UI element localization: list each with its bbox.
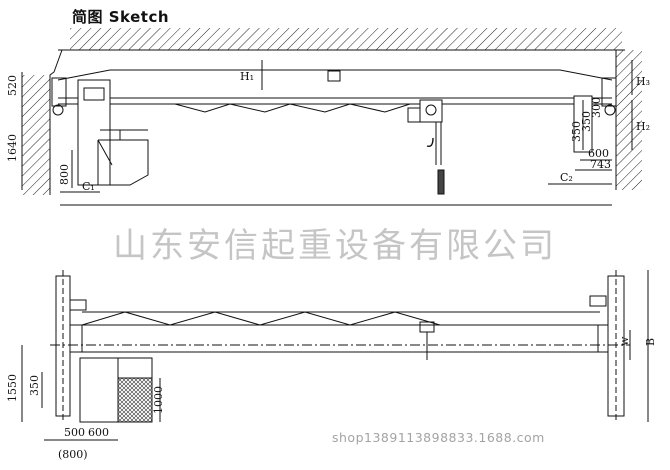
hoist-motor: [407, 107, 421, 123]
dim-800-label: (800): [58, 448, 88, 461]
ceiling-hatch: [70, 28, 622, 50]
dim-h1-label: H₁: [240, 70, 254, 83]
right-drive-motor: [589, 295, 607, 307]
hoist-drum: [425, 104, 437, 116]
dim-top-height: 520: [6, 75, 19, 96]
walkway-zigzag: [81, 311, 441, 326]
plan-view: [21, 270, 649, 441]
left-wall-hatch: [22, 75, 50, 195]
dim-1550-label: 1550: [6, 374, 19, 402]
dim-350a-label: 350: [570, 121, 583, 142]
dim-c2-label: C₂: [560, 171, 573, 184]
girder-cover: [174, 103, 411, 113]
side-view: [21, 28, 642, 206]
right-wall-hatch: [616, 50, 642, 190]
shop-url-watermark: shop1389113898833.1688.com: [332, 430, 545, 445]
left-drive-motor: [69, 299, 87, 311]
cab-window: [83, 87, 105, 101]
dim-b-label: B: [644, 338, 657, 346]
dim-h2-label: H₂: [636, 120, 650, 133]
dim-w-label: w: [618, 336, 631, 346]
left-end-truck: [51, 77, 67, 107]
dim-1000-label: 1000: [152, 386, 165, 414]
left-wheel: [52, 104, 64, 116]
dim-cab-height: 800: [58, 164, 71, 185]
dim-600-label: 600: [588, 147, 609, 160]
cab-upper: [77, 79, 111, 186]
girder-plan-right-block: [597, 324, 609, 353]
sketch-title: 简图 Sketch: [72, 8, 170, 26]
hoist-trolley: [419, 99, 443, 123]
girder-label-box: [327, 70, 341, 82]
right-wheel: [604, 104, 616, 116]
hook: [426, 137, 434, 148]
company-watermark: 山东安信起重设备有限公司: [113, 226, 557, 266]
dim-350-label: 350: [28, 375, 41, 396]
pendant-control: [437, 169, 445, 195]
right-end-truck: [601, 77, 617, 107]
girder-plan-left-block: [69, 324, 83, 353]
trolley-plan: [419, 321, 435, 333]
cab-diagonal: [97, 139, 113, 166]
dim-743-label: 743: [590, 158, 611, 171]
cab-frame: [97, 139, 149, 186]
dim-500-label: 500: [64, 426, 85, 439]
dim-300-label: 300: [590, 97, 603, 118]
dim-h3-label: H₃: [636, 75, 650, 88]
girder-top: [57, 69, 613, 81]
dim-350b-label: 350: [580, 111, 593, 132]
cab-plan-mesh: [117, 377, 153, 423]
dim-c1-label: C₁: [82, 180, 95, 193]
left-wall: [49, 49, 63, 195]
dim-side-height: 1640: [6, 134, 19, 162]
dim-600-plan-label: 600: [88, 426, 109, 439]
